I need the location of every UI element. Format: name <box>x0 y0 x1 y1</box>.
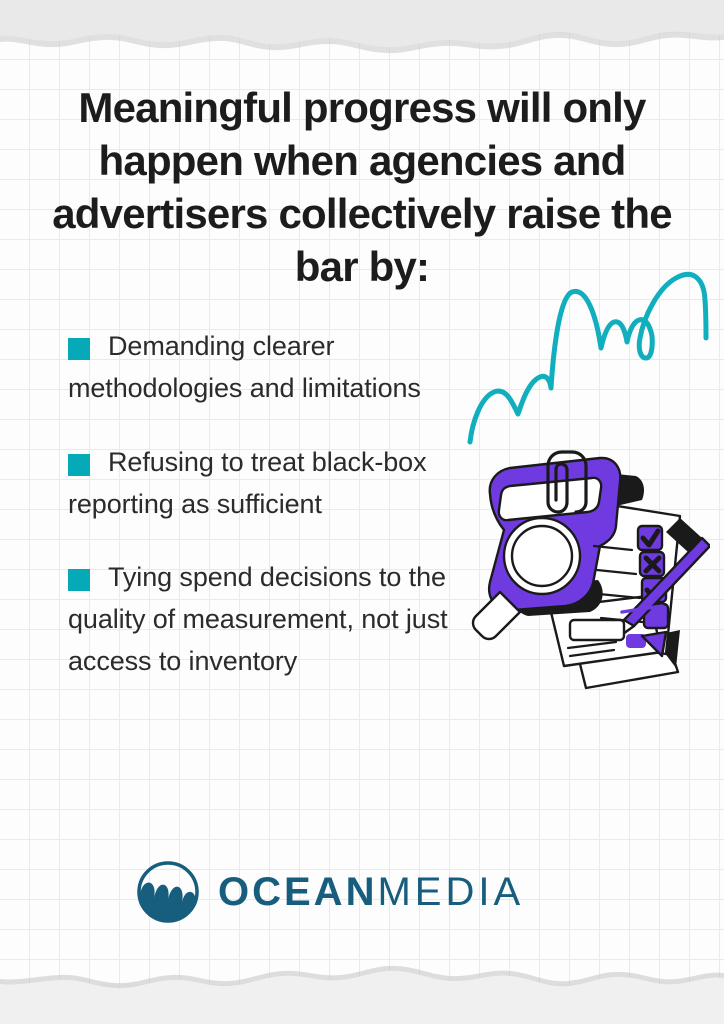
page-title: Meaningful progress will only happen whe… <box>52 84 672 290</box>
bullet-square-icon <box>68 338 90 360</box>
list-item: Refusing to treat black-box reporting as… <box>68 442 468 526</box>
bullet-square-icon <box>68 569 90 592</box>
logo-ocean-text: OCEAN <box>218 870 378 914</box>
list-item-label: Tying spend decisions to the quality of … <box>68 562 448 677</box>
list-item-label: Refusing to treat black-box reporting as… <box>68 446 427 519</box>
bullet-square-icon <box>68 453 90 476</box>
clipboard-checklist-illustration <box>471 450 710 690</box>
list-item-label: Demanding clearer methodologies and limi… <box>68 331 421 403</box>
ocean-wave-circle-icon <box>137 861 199 923</box>
list-item: Demanding clearer methodologies and limi… <box>68 326 468 410</box>
brand-logo: OCEANMEDIA <box>136 860 524 924</box>
logo-media-text: MEDIA <box>377 870 525 914</box>
bullet-list: Demanding clearer methodologies and limi… <box>68 326 468 683</box>
list-item: Tying spend decisions to the quality of … <box>68 557 468 683</box>
logo-wordmark: OCEANMEDIA <box>218 872 524 912</box>
teal-squiggle-decoration <box>467 271 709 445</box>
